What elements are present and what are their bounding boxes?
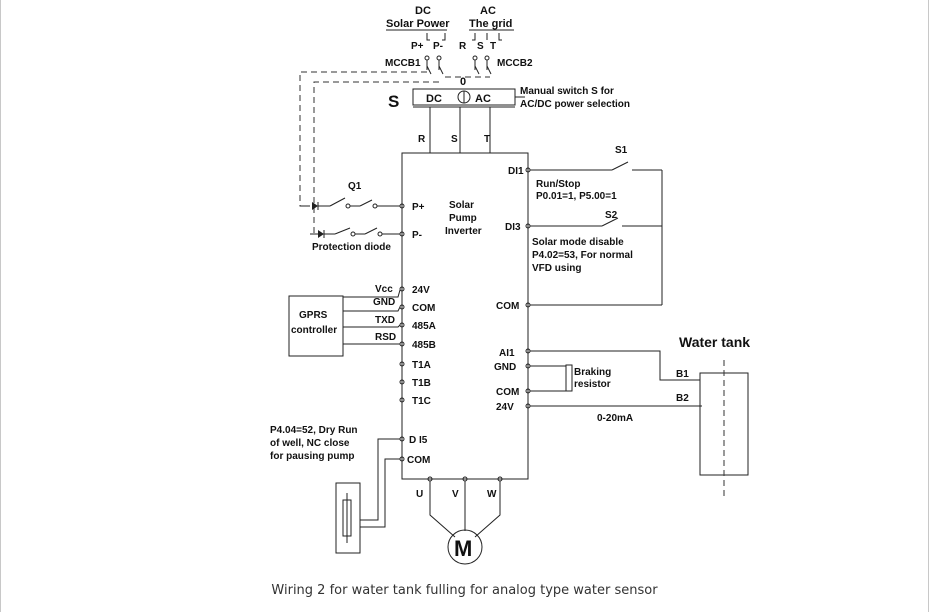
dc-sub-label: Solar Power [386, 18, 450, 30]
dry-run-sensor [335, 438, 400, 554]
terminal-485a: 485A [412, 321, 436, 332]
p-plus-supply-label: P+ [411, 41, 424, 52]
terminal-di3: DI3 [505, 222, 521, 233]
ac-label: AC [480, 5, 496, 17]
inverter-name-line1: Solar [449, 200, 474, 211]
s2-note-line2: P4.02=53, For normal [532, 250, 633, 261]
input-s-label: S [451, 134, 458, 145]
ac-t-lead [498, 33, 502, 41]
output-v-label: V [452, 489, 459, 500]
protection-diode-label: Protection diode [312, 242, 391, 253]
terminal-di1: DI1 [508, 166, 524, 177]
dryrun-note-line2: of well, NC close [270, 438, 350, 449]
terminal-p-plus: P+ [412, 202, 425, 213]
gprs-pin-vcc: Vcc [375, 284, 393, 295]
mccb1-label: MCCB1 [385, 58, 421, 69]
braking-resistor [530, 364, 573, 392]
braking-label-line1: Braking [574, 367, 611, 378]
terminal-com-2: COM [407, 455, 430, 466]
switch-note-line1: Manual switch S for [520, 86, 614, 97]
motor-wiring [427, 476, 503, 538]
switch-dc-label: DC [426, 93, 442, 105]
s1-label: S1 [615, 145, 628, 156]
protection-diode-icon [310, 227, 400, 238]
switch-note-line2: AC/DC power selection [520, 99, 630, 110]
p-minus-supply-label: P- [433, 41, 443, 52]
gprs-subtitle: controller [291, 325, 337, 336]
terminal-com-3: COM [496, 387, 519, 398]
inverter-body [401, 152, 529, 480]
diagram-caption: Wiring 2 for water tank fulling for anal… [271, 583, 658, 598]
mccb2-label: MCCB2 [497, 58, 533, 69]
input-t-label: T [484, 134, 490, 145]
mccb2-breaker [472, 55, 492, 75]
dc-plus-lead [426, 33, 430, 41]
gprs-title: GPRS [299, 310, 328, 321]
zero-position-label: 0 [460, 76, 466, 88]
terminal-di5: D I5 [409, 435, 428, 446]
gprs-controller-box [288, 295, 344, 357]
motor-icon [447, 529, 483, 565]
switch-s-label: S [388, 92, 399, 111]
terminal-gnd: GND [494, 362, 516, 373]
dryrun-note-line1: P4.04=52, Dry Run [270, 425, 358, 436]
input-r-label: R [418, 134, 426, 145]
t-supply-label: T [490, 41, 496, 52]
s2-note-line1: Solar mode disable [532, 237, 624, 248]
q1-breaker [300, 197, 400, 210]
switch-ac-label: AC [475, 93, 491, 105]
motor-label: M [454, 536, 472, 561]
terminal-485b: 485B [412, 340, 436, 351]
s2-label: S2 [605, 210, 618, 221]
s-supply-label: S [477, 41, 484, 52]
tank-b1-label: B1 [676, 369, 689, 380]
gprs-pin-txd: TXD [375, 315, 395, 326]
mccb1-link-dc-plus [299, 71, 427, 207]
water-tank-title: Water tank [679, 334, 750, 350]
output-w-label: W [487, 489, 497, 500]
gprs-pin-gnd: GND [373, 297, 395, 308]
terminal-t1b: T1B [412, 378, 431, 389]
s1-note-line1: Run/Stop [536, 179, 580, 190]
terminal-24v: 24V [412, 285, 430, 296]
dryrun-note-line3: for pausing pump [270, 451, 354, 462]
r-supply-label: R [459, 41, 467, 52]
terminal-t1a: T1A [412, 360, 431, 371]
terminal-24v-right: 24V [496, 402, 514, 413]
ac-sub-label: The grid [469, 18, 512, 30]
s1-note-line2: P0.01=1, P5.00=1 [536, 191, 617, 202]
terminal-ai1: AI1 [499, 348, 515, 359]
mccb1-breaker [424, 55, 444, 75]
s1-switch [530, 161, 663, 305]
output-u-label: U [416, 489, 423, 500]
wire-ai1-b1 [530, 350, 700, 381]
tank-signal-label: 0-20mA [597, 413, 633, 424]
dc-minus-lead [442, 33, 446, 41]
dc-label: DC [415, 5, 431, 17]
gprs-pin-rsd: RSD [375, 332, 396, 343]
braking-label-line2: resistor [574, 379, 611, 390]
gprs-wiring [343, 289, 401, 345]
s2-switch [530, 217, 662, 306]
terminal-t1c: T1C [412, 396, 431, 407]
terminal-p-minus: P- [412, 230, 422, 241]
terminal-com-1: COM [412, 303, 435, 314]
q1-label: Q1 [348, 181, 362, 192]
inverter-name-line2: Pump [449, 213, 477, 224]
frame-border-left [0, 0, 1, 612]
terminal-com-right: COM [496, 301, 519, 312]
ac-r-lead [472, 33, 476, 41]
inverter-name-line3: Inverter [445, 226, 482, 237]
tank-b2-label: B2 [676, 393, 689, 404]
s2-note-line3: VFD using [532, 263, 581, 274]
